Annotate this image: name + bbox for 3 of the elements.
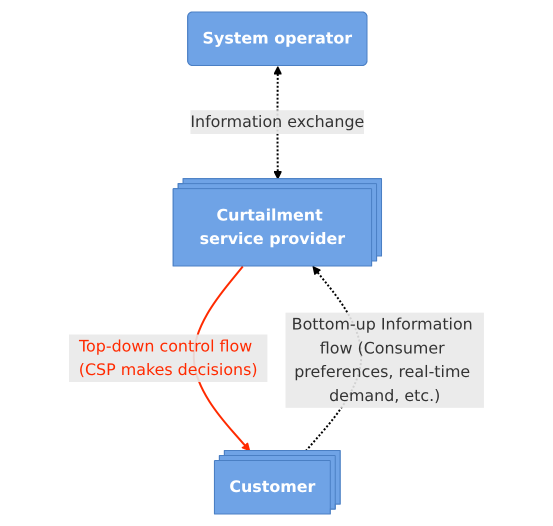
edge-label: Bottom-up Information flow (Consumer preferences, real-time demand, etc.) [292, 314, 473, 405]
edge-label: Top-down control flow (CSP makes decisions) [78, 336, 258, 380]
edge-label: Information exchange [190, 112, 364, 132]
